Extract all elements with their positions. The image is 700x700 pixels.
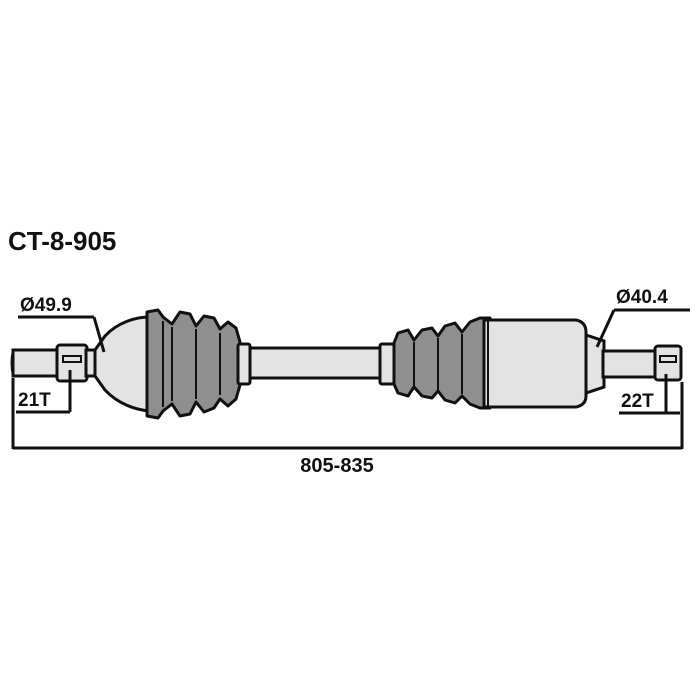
outer-splines-callout: 21T bbox=[16, 370, 72, 414]
outer-joint-housing bbox=[93, 315, 152, 413]
outer-spline-detail bbox=[62, 355, 82, 363]
outer-splines-label: 21T bbox=[18, 390, 51, 411]
outer-cv-joint bbox=[10, 308, 252, 420]
inner-splines-label: 22T bbox=[621, 391, 654, 412]
outer-cv-boot bbox=[145, 308, 242, 420]
inner-cv-joint bbox=[378, 316, 683, 410]
inner-spline-detail bbox=[659, 355, 677, 363]
main-shaft bbox=[248, 346, 384, 380]
outer-stub-shaft-end bbox=[10, 349, 14, 377]
inner-stub-shaft bbox=[601, 349, 659, 379]
outer-diameter-callout: Ø49.9 bbox=[18, 295, 106, 353]
inner-joint-housing bbox=[482, 318, 588, 409]
outer-stub-shaft bbox=[11, 348, 61, 378]
overall-length-dimension: 805-835 bbox=[11, 378, 684, 477]
part-number-title: CT-8-905 bbox=[8, 226, 116, 256]
outer-boot-clamp bbox=[236, 342, 252, 386]
outer-diameter-label: Ø49.9 bbox=[20, 295, 72, 316]
inner-cv-boot bbox=[392, 316, 492, 410]
inner-housing-neck bbox=[584, 332, 606, 396]
inner-splines-callout: 22T bbox=[619, 374, 680, 415]
inner-diameter-callout: Ø40.4 bbox=[595, 287, 690, 348]
overall-length-label: 805-835 bbox=[300, 455, 373, 477]
inner-boot-clamp bbox=[378, 342, 396, 386]
inner-diameter-label: Ø40.4 bbox=[616, 287, 668, 308]
